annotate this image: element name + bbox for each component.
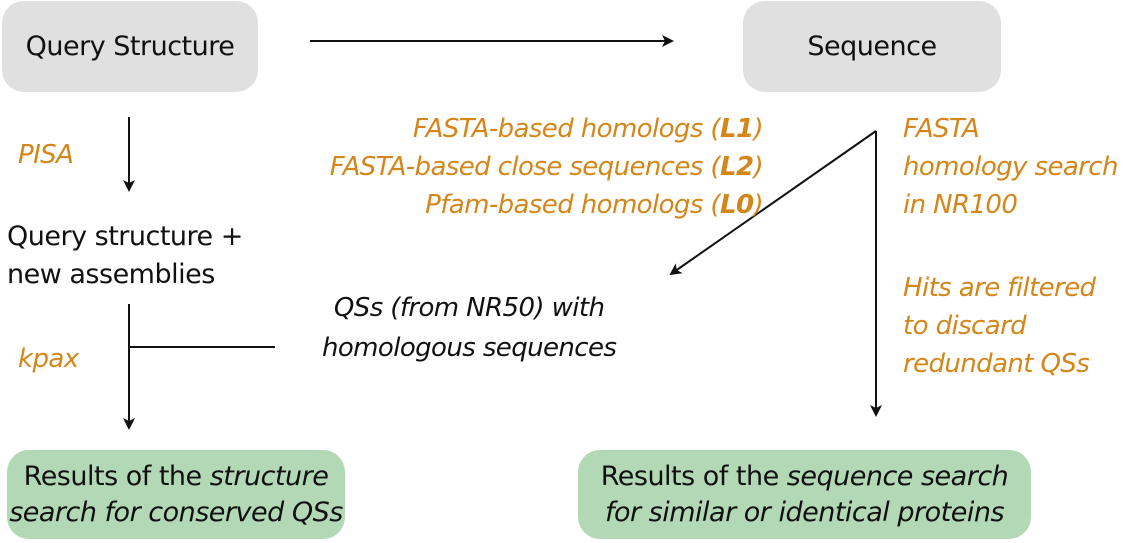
query-structure-label: Query Structure <box>25 31 235 62</box>
structure-search-results-node: Results of the structure search for cons… <box>7 450 345 539</box>
level-badge-l0: L0 <box>719 190 754 220</box>
level-badge-l2: L2 <box>719 152 754 182</box>
kpax-annotation: kpax <box>18 344 79 374</box>
structure-results-line1: Results of the structure <box>23 460 329 492</box>
sequence-results-line2: for similar or identical proteins <box>604 496 1005 528</box>
homolog-levels-list: FASTA-based homologs (L1) FASTA-based cl… <box>329 110 764 224</box>
query-plus-assemblies-line2: new assemblies <box>7 259 215 290</box>
sequence-search-results-node: Results of the sequence search for simil… <box>578 450 1031 539</box>
query-plus-assemblies-line1: Query structure + <box>7 221 243 252</box>
query-structure-node: Query Structure <box>2 1 258 92</box>
level-badge-l1: L1 <box>719 114 754 144</box>
homolog-level-l2: FASTA-based close sequences (L2) <box>329 152 764 182</box>
homolog-level-l1: FASTA-based homologs (L1) <box>412 114 764 144</box>
filter-note-annotation: Hits are filtered to discard redundant Q… <box>903 273 1096 379</box>
structure-results-line2: search for conserved QSs <box>9 496 343 528</box>
sequence-label: Sequence <box>807 31 937 62</box>
qss-homologous-line1: QSs (from NR50) with <box>333 293 605 323</box>
qss-homologous-line2: homologous sequences <box>322 333 617 363</box>
arrow-sequence-to-homologs <box>669 130 877 276</box>
homolog-level-l0: Pfam-based homologs (L0) <box>425 190 763 220</box>
sequence-results-line1: Results of the sequence search <box>600 460 1009 492</box>
query-plus-assemblies-node: Query structure + new assemblies <box>7 218 243 294</box>
fasta-search-annotation: FASTA homology search in NR100 <box>903 114 1118 220</box>
qss-homologous-node: QSs (from NR50) with homologous sequence… <box>322 288 617 368</box>
pisa-annotation: PISA <box>18 140 74 170</box>
sequence-node: Sequence <box>743 1 1001 92</box>
